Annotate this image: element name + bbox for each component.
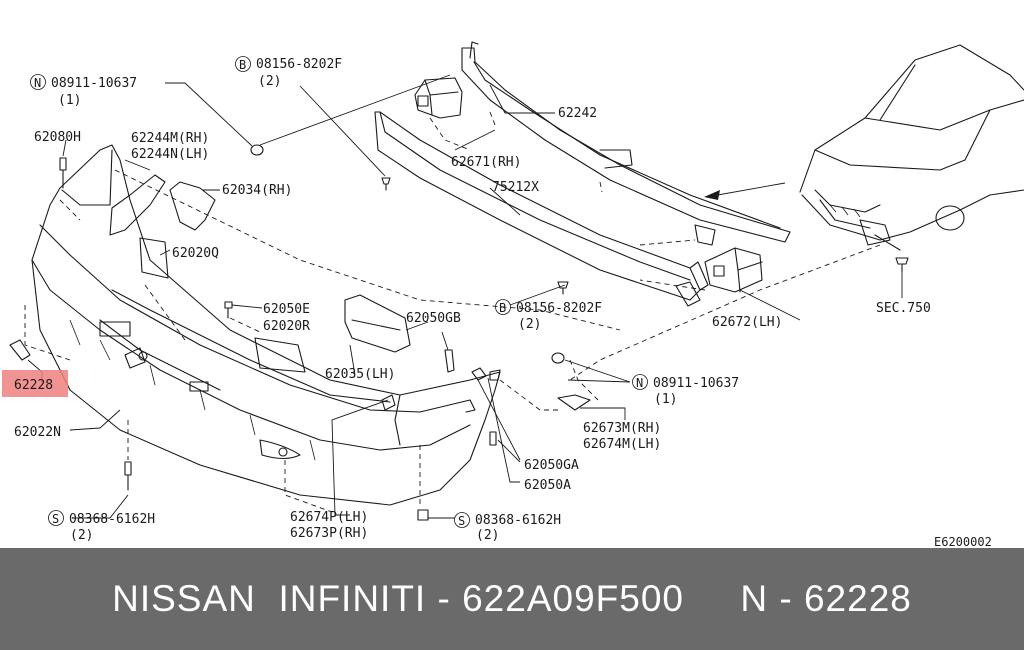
part-75212x-bar — [374, 111, 709, 307]
label-qty-2-left: (2) — [70, 528, 93, 543]
label-sec750: SEC.750 — [876, 301, 931, 316]
label-62671: 62671(RH) — [451, 155, 521, 170]
prefix-n-2: N — [636, 376, 643, 390]
prefix-s-1: S — [52, 512, 59, 526]
label-08368-6162h-right: 08368-6162H — [475, 513, 561, 528]
dashed-guides — [24, 111, 881, 513]
label-62020q: 62020Q — [172, 246, 219, 261]
label-62034: 62034(RH) — [222, 183, 292, 198]
label-62035: 62035(LH) — [325, 367, 395, 382]
label-62673m: 62673M(RH) — [583, 421, 661, 436]
exploded-view-drawing: N B B N S S 08911-10637 (1) 08156-8202F … — [2, 41, 1024, 548]
highlight-box — [2, 370, 68, 397]
label-08156-8202f-mid: 08156-8202F — [516, 301, 602, 316]
circle-prefixes: N B B N S S — [30, 56, 648, 528]
label-qty-1-top: (1) — [58, 93, 81, 108]
part-62671-bracket — [414, 77, 463, 119]
label-62673p: 62673P(RH) — [290, 526, 368, 541]
label-62228: 62228 — [14, 378, 53, 393]
leader-lines — [27, 74, 903, 519]
part-labels: 08911-10637 (1) 08156-8202F (2) 62242 62… — [14, 57, 992, 548]
small-brackets — [9, 157, 591, 521]
label-62050a: 62050A — [524, 478, 571, 493]
car-body-sketch — [799, 44, 1024, 251]
footer-part-caption: NISSAN INFINITI - 622A09F500 N - 62228 — [112, 578, 912, 619]
label-62020r: 62020R — [263, 319, 310, 334]
direction-arrow — [704, 182, 786, 200]
label-qty-2-top: (2) — [258, 74, 281, 89]
footer-bar: NISSAN INFINITI - 622A09F500 N - 62228 — [0, 548, 1024, 650]
diagram-code: E6200002 — [934, 535, 992, 548]
prefix-b-2: B — [499, 301, 506, 315]
prefix-s-2: S — [458, 514, 465, 528]
prefix-n-1: N — [34, 76, 41, 90]
label-62050e: 62050E — [263, 302, 310, 317]
part-62672-bracket — [704, 247, 763, 293]
fasteners-upper — [250, 144, 909, 364]
part-62242-reinforcement — [461, 41, 791, 246]
part-62022n-bumper-fascia — [31, 144, 501, 506]
label-qty-2-right: (2) — [476, 528, 499, 543]
label-62050ga: 62050GA — [524, 458, 579, 473]
label-qty-1-right: (1) — [654, 392, 677, 407]
label-qty-2-mid: (2) — [518, 317, 541, 332]
label-08368-6162h-left: 08368-6162H — [69, 512, 155, 527]
label-62672: 62672(LH) — [712, 315, 782, 330]
label-08156-8202f-top: 08156-8202F — [256, 57, 342, 72]
label-08911-10637-top: 08911-10637 — [51, 76, 137, 91]
prefix-b-1: B — [239, 58, 246, 72]
label-08911-10637-right: 08911-10637 — [653, 376, 739, 391]
label-62244n: 62244N(LH) — [131, 147, 209, 162]
label-62674m: 62674M(LH) — [583, 437, 661, 452]
label-62674p: 62674P(LH) — [290, 510, 368, 525]
label-75212x: 75212X — [492, 180, 539, 195]
label-62242: 62242 — [558, 106, 597, 121]
label-62244m: 62244M(RH) — [131, 131, 209, 146]
label-62080h: 62080H — [34, 130, 81, 145]
label-62022n: 62022N — [14, 425, 61, 440]
label-62050gb: 62050GB — [406, 311, 461, 326]
parts-diagram: N B B N S S 08911-10637 (1) 08156-8202F … — [2, 41, 1024, 548]
